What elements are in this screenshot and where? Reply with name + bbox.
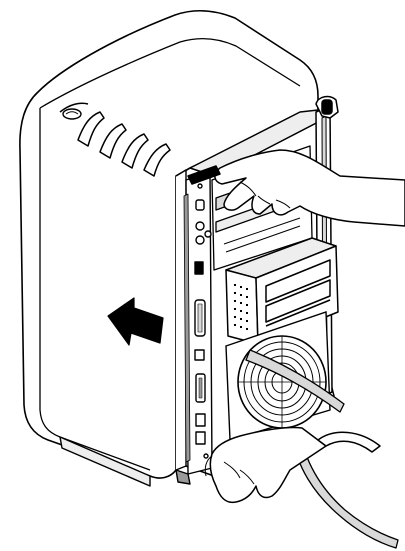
upper-hand [187, 149, 405, 227]
connector [195, 199, 205, 211]
screw [203, 453, 209, 459]
audio-jack [195, 235, 205, 245]
lower-hand [204, 426, 381, 504]
vent-holes [234, 284, 248, 330]
vent-strip [183, 193, 191, 463]
left-arrow-icon [107, 297, 164, 346]
connector [194, 261, 204, 275]
io-panel [183, 171, 213, 475]
connector [195, 413, 206, 427]
screw [197, 183, 203, 189]
handle-grips [59, 102, 171, 177]
latch-icon [315, 95, 339, 119]
cable [245, 349, 399, 549]
fan-icon [225, 311, 331, 441]
audio-jack [204, 230, 212, 238]
connector [195, 431, 206, 445]
audio-jack [195, 221, 205, 231]
chassis-base [59, 436, 191, 487]
network-port [194, 349, 205, 361]
